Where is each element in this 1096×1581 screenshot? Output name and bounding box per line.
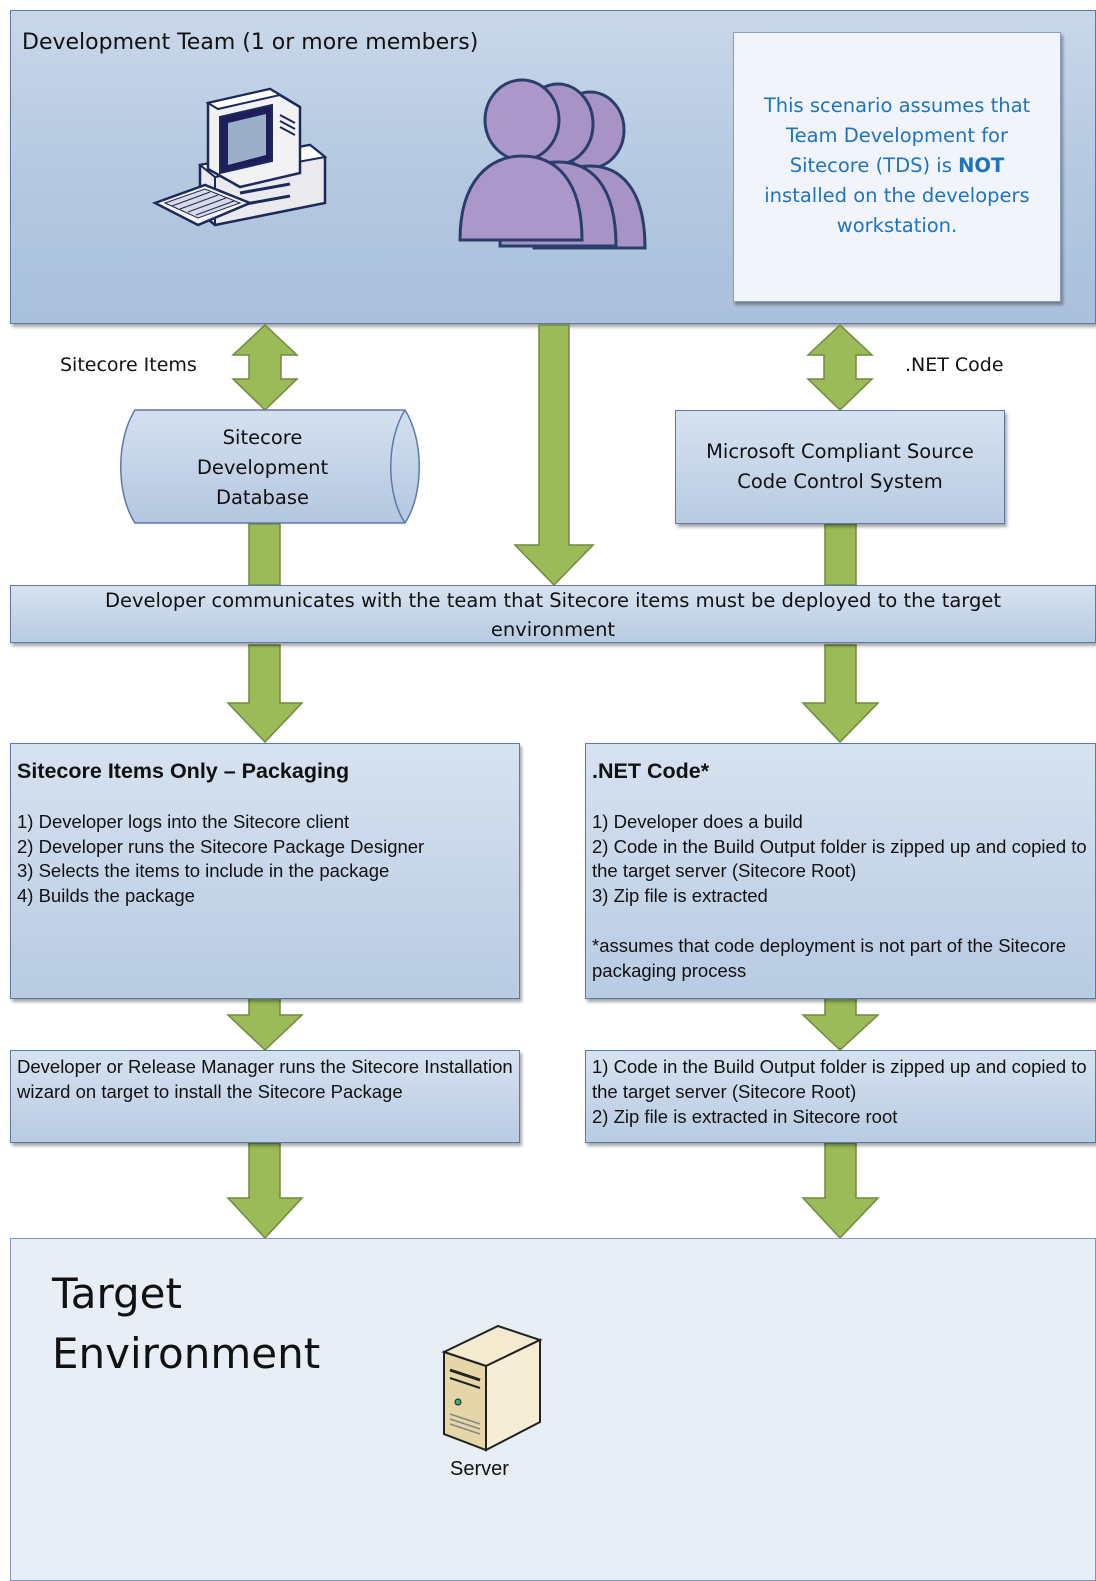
- banner-line-2: environment: [490, 618, 616, 641]
- packaging-step: 4) Builds the package: [17, 885, 195, 907]
- assumption-note: This scenario assumes that Team Developm…: [733, 32, 1061, 302]
- sitecore-items-label: Sitecore Items: [60, 354, 197, 376]
- user-group-icon: [458, 78, 647, 250]
- code-deploy-step: 2) Zip file is extracted in Sitecore roo…: [592, 1105, 898, 1127]
- source-control-connector: [824, 523, 857, 586]
- net-code-title: .NET Code*: [592, 759, 710, 783]
- note-line-5: workstation.: [836, 214, 958, 237]
- code-deploy-steps: 1) Code in the Build Output folder is zi…: [592, 1055, 1089, 1129]
- team-communication-banner: Developer communicates with the team tha…: [10, 585, 1096, 643]
- note-line-4: installed on the developers: [764, 184, 1030, 207]
- target-environment-panel: [10, 1238, 1096, 1581]
- database-label: Sitecore Development Database: [135, 420, 390, 515]
- note-line-2: Team Development for: [785, 124, 1009, 147]
- net-code-footnote: *assumes that code deployment is not par…: [592, 934, 1067, 981]
- arrow-install-to-target: [226, 1142, 304, 1240]
- database-connector: [248, 523, 281, 586]
- packaging-steps: 1) Developer logs into the Sitecore clie…: [17, 810, 513, 909]
- center-down-arrow: [513, 324, 595, 587]
- net-code-box: .NET Code* 1) Developer does a build 2) …: [585, 743, 1096, 999]
- net-code-step: 1) Developer does a build: [592, 810, 803, 832]
- development-team-title: Development Team (1 or more members): [22, 30, 479, 55]
- server-tower-icon: [441, 1324, 543, 1452]
- source-control-line-2: Code Control System: [737, 470, 943, 493]
- install-wizard-text: Developer or Release Manager runs the Si…: [17, 1056, 513, 1102]
- database-line-1: Sitecore: [222, 425, 303, 449]
- net-code-double-arrow: [806, 323, 874, 412]
- arrow-to-packaging: [226, 644, 304, 744]
- code-deploy-step: 1) Code in the Build Output folder is zi…: [592, 1056, 1087, 1102]
- net-code-step: 3) Zip file is extracted: [592, 885, 768, 907]
- install-wizard-box: Developer or Release Manager runs the Si…: [10, 1050, 520, 1143]
- development-database-cylinder: [120, 409, 420, 524]
- packaging-step: 2) Developer runs the Sitecore Package D…: [17, 835, 425, 857]
- source-control-line-1: Microsoft Compliant Source: [706, 440, 974, 463]
- desktop-computer-icon: [151, 87, 328, 227]
- server-label: Server: [450, 1458, 509, 1480]
- net-code-steps: 1) Developer does a build 2) Code in the…: [592, 810, 1089, 909]
- note-emphasis: NOT: [958, 154, 1005, 177]
- source-control-box: Microsoft Compliant Source Code Control …: [675, 410, 1005, 524]
- banner-line-1: Developer communicates with the team tha…: [105, 589, 1001, 612]
- database-line-2: Development: [196, 455, 329, 479]
- arrow-to-deploy: [801, 997, 880, 1052]
- arrow-to-net-code: [801, 644, 880, 744]
- target-title-line-1: Target: [52, 1269, 182, 1318]
- sitecore-items-double-arrow: [231, 323, 299, 412]
- arrow-deploy-to-target: [801, 1142, 880, 1240]
- note-line-3-text: Sitecore (TDS) is: [789, 154, 959, 177]
- arrow-to-install: [226, 997, 304, 1052]
- packaging-box: Sitecore Items Only – Packaging 1) Devel…: [10, 743, 520, 999]
- packaging-step: 3) Selects the items to include in the p…: [17, 860, 390, 882]
- target-environment-title: Target Environment: [52, 1264, 320, 1384]
- note-line-3: Sitecore (TDS) is NOT: [744, 151, 1050, 181]
- database-line-3: Database: [215, 485, 310, 509]
- code-deploy-box: 1) Code in the Build Output folder is zi…: [585, 1050, 1096, 1143]
- net-code-step: 2) Code in the Build Output folder is zi…: [592, 835, 1087, 882]
- target-title-line-2: Environment: [52, 1329, 321, 1378]
- net-code-label: .NET Code: [905, 354, 1004, 376]
- note-line-1: This scenario assumes that: [763, 94, 1031, 117]
- packaging-title: Sitecore Items Only – Packaging: [17, 759, 350, 783]
- packaging-step: 1) Developer logs into the Sitecore clie…: [17, 810, 350, 832]
